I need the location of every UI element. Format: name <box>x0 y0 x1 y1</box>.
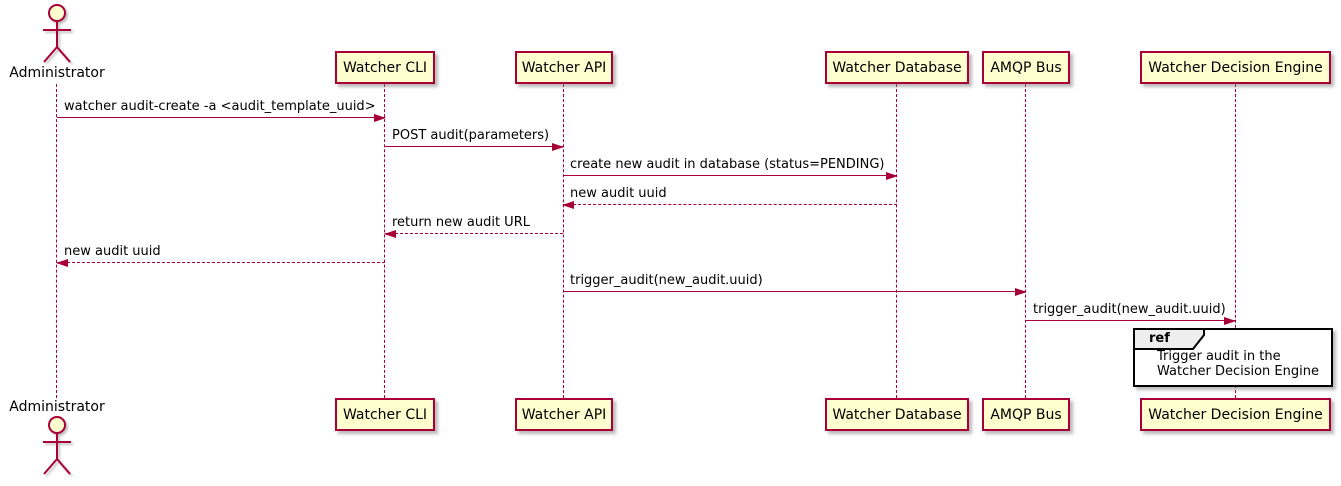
message-label: trigger_audit(new_audit.uuid) <box>570 273 763 288</box>
lifeline-watcher-database <box>896 84 897 398</box>
participant-label: Watcher API <box>521 406 607 423</box>
participant-watcher-database-top: Watcher Database <box>825 51 969 84</box>
lifeline-watcher-api <box>563 84 564 398</box>
message-post-audit: POST audit(parameters) <box>385 128 564 151</box>
arrowhead-right-icon <box>1015 288 1027 296</box>
ref-text-line2: Watcher Decision Engine <box>1157 364 1319 379</box>
participant-watcher-api-top: Watcher API <box>515 51 613 84</box>
arrowhead-left-icon <box>384 230 396 238</box>
message-new-audit-uuid-cli: new audit uuid <box>56 244 385 267</box>
participant-label: Watcher Database <box>832 406 962 423</box>
message-label: POST audit(parameters) <box>392 128 550 143</box>
participant-watcher-database-bottom: Watcher Database <box>825 398 969 431</box>
participant-label: AMQP Bus <box>990 406 1062 423</box>
message-trigger-audit-engine: trigger_audit(new_audit.uuid) <box>1026 302 1236 325</box>
arrow-line <box>57 262 385 263</box>
participant-label: Watcher CLI <box>342 406 428 423</box>
ref-text-line1: Trigger audit in the <box>1157 349 1281 364</box>
participant-label: AMQP Bus <box>990 59 1062 76</box>
arrow-line <box>563 204 897 205</box>
participant-watcher-api-bottom: Watcher API <box>515 398 613 431</box>
arrow-line <box>57 117 385 118</box>
participant-label: Watcher Database <box>832 59 962 76</box>
actor-icon <box>43 416 71 475</box>
message-audit-create: watcher audit-create -a <audit_template_… <box>57 99 386 122</box>
message-create-audit-db: create new audit in database (status=PEN… <box>563 157 898 180</box>
participant-label: Watcher CLI <box>342 59 428 76</box>
arrowhead-left-icon <box>562 201 574 209</box>
arrowhead-right-icon <box>552 143 564 151</box>
ref-keyword: ref <box>1149 331 1170 346</box>
arrowhead-right-icon <box>374 114 386 122</box>
arrowhead-left-icon <box>56 259 68 267</box>
participant-label: Watcher Decision Engine <box>1148 406 1323 423</box>
message-label: new audit uuid <box>64 244 161 259</box>
lifeline-administrator <box>56 84 57 398</box>
participant-amqp-bus-bottom: AMQP Bus <box>982 398 1070 431</box>
ref-tab-icon <box>1133 328 1205 350</box>
ref-fragment: ref Trigger audit in the Watcher Decisio… <box>1133 328 1333 387</box>
arrowhead-right-icon <box>886 172 898 180</box>
arrow-line <box>385 233 563 234</box>
actor-label-bottom: Administrator <box>9 399 105 415</box>
message-label: new audit uuid <box>570 186 667 201</box>
message-trigger-audit-amqp: trigger_audit(new_audit.uuid) <box>563 273 1027 296</box>
message-label: return new audit URL <box>392 215 530 230</box>
participant-watcher-cli-top: Watcher CLI <box>335 51 435 84</box>
arrow-line <box>385 146 563 147</box>
participant-amqp-bus-top: AMQP Bus <box>982 51 1070 84</box>
actor-label-top: Administrator <box>9 65 105 81</box>
message-label: trigger_audit(new_audit.uuid) <box>1033 302 1226 317</box>
actor-icon <box>43 4 71 63</box>
participant-watcher-decision-engine-bottom: Watcher Decision Engine <box>1140 398 1331 431</box>
message-label: watcher audit-create -a <audit_template_… <box>64 99 376 114</box>
participant-watcher-decision-engine-top: Watcher Decision Engine <box>1140 51 1331 84</box>
message-return-audit-url: return new audit URL <box>384 215 563 238</box>
arrow-line <box>563 291 1026 292</box>
message-new-audit-uuid-db: new audit uuid <box>562 186 897 209</box>
lifeline-watcher-decision-engine <box>1235 84 1236 398</box>
lifeline-watcher-cli <box>384 84 385 398</box>
arrow-line <box>563 175 897 176</box>
participant-label: Watcher API <box>521 59 607 76</box>
arrowhead-right-icon <box>1224 317 1236 325</box>
message-label: create new audit in database (status=PEN… <box>570 157 885 172</box>
ref-text: Trigger audit in the Watcher Decision En… <box>1157 349 1319 379</box>
lifeline-amqp-bus <box>1025 84 1026 398</box>
participant-watcher-cli-bottom: Watcher CLI <box>335 398 435 431</box>
arrow-line <box>1026 320 1235 321</box>
participant-label: Watcher Decision Engine <box>1148 59 1323 76</box>
